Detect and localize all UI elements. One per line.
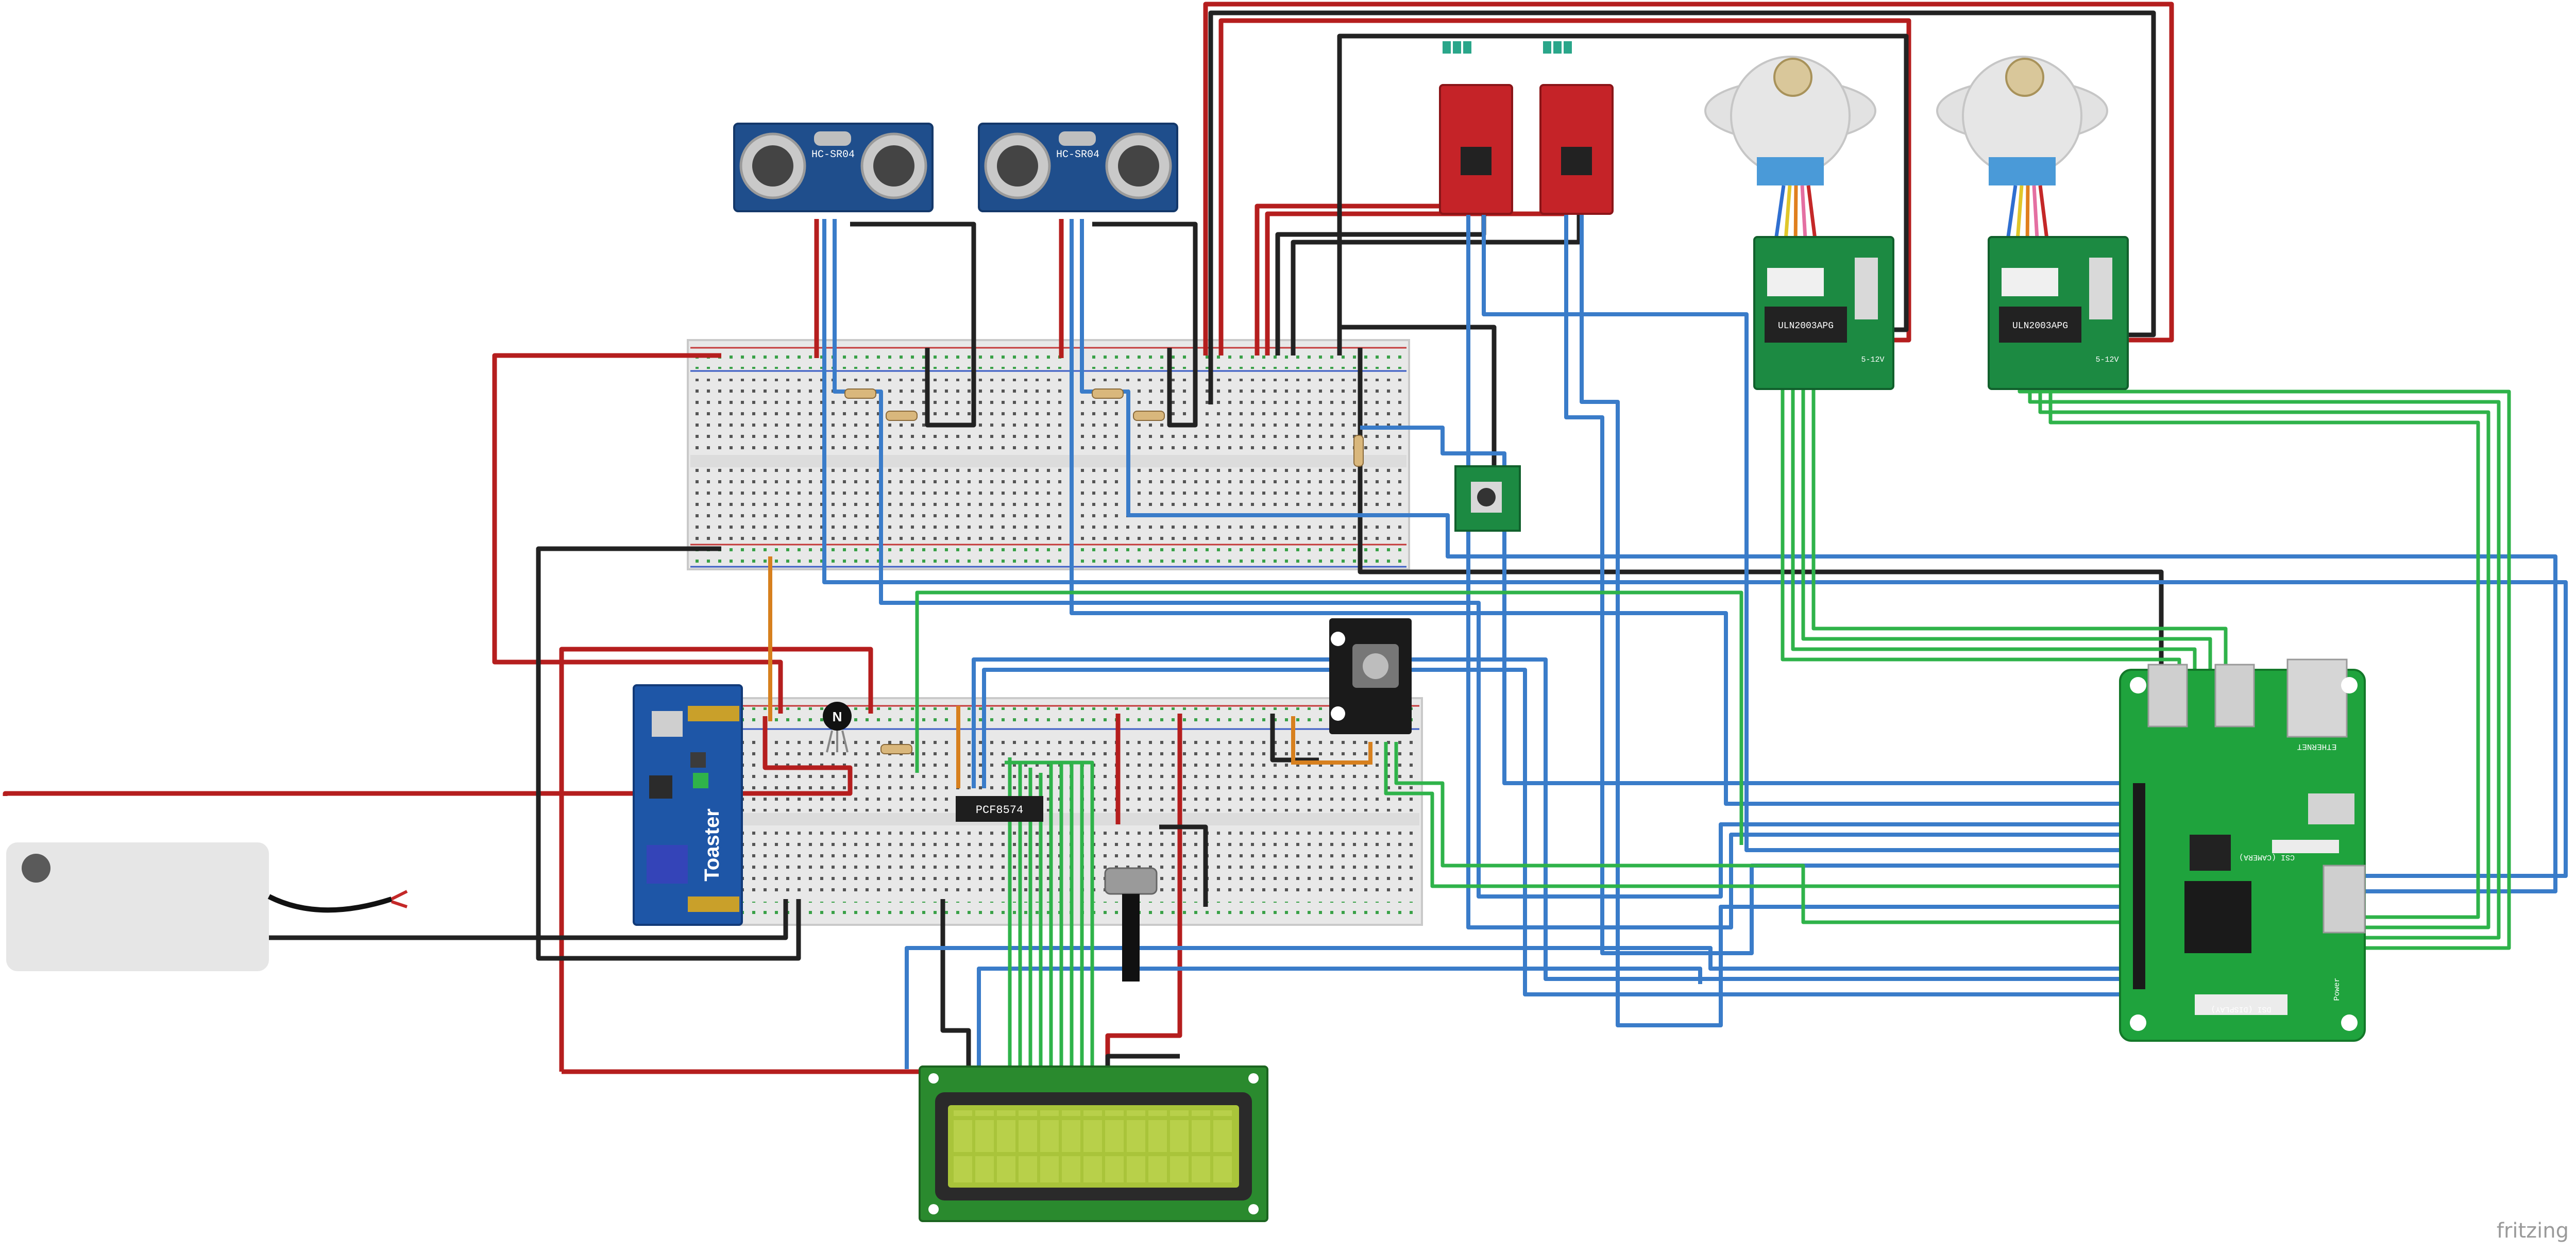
stepper-driver-1: ULN2003APG 5-12V (1753, 236, 1894, 390)
raspberry-pi-board: ETHERNET CSI (CAMERA) DSI (DISPLAY) Powe… (2119, 658, 2366, 1042)
stepper-driver-2: ULN2003APG 5-12V (1988, 236, 2129, 390)
sensor-2-label: HC-SR04 (1056, 149, 1099, 161)
hx711-board-2 (1539, 41, 1614, 215)
rotary-encoder (1329, 618, 1412, 734)
hx711-board-1 (1439, 41, 1513, 215)
lcd-display (919, 1065, 1268, 1222)
sensor-1-label: HC-SR04 (811, 149, 855, 161)
fritzing-credit: fritzing (2496, 1219, 2569, 1243)
pi-camera-label: CSI (CAMERA) (2239, 853, 2295, 861)
push-button-module (1454, 465, 1521, 532)
ultrasonic-sensor-1: HC-SR04 (733, 123, 934, 212)
battery-pack (6, 842, 408, 971)
potentiometer (1104, 867, 1158, 982)
io-expander-chip: PCF8574 (956, 796, 1043, 822)
toaster-label: Toaster (701, 808, 723, 882)
toaster-power-board: Toaster (633, 684, 743, 926)
breadboard-top (687, 339, 1410, 570)
wires-orange (768, 556, 1372, 788)
wires-red (3, 2, 2174, 1077)
stepper-motor-1 (1704, 56, 1876, 248)
driver-1-voltage: 5-12V (1861, 356, 1884, 364)
pi-power-label: Power (2333, 977, 2342, 1001)
resistors (844, 388, 1364, 754)
transistor-label: N (833, 709, 842, 724)
npn-transistor: N (823, 702, 852, 753)
pi-display-label: DSI (DISPLAY) (2211, 1005, 2271, 1013)
stepper-motor-2 (1936, 56, 2108, 248)
expander-chip-label: PCF8574 (976, 804, 1023, 817)
driver-1-chip-label: ULN2003APG (1778, 321, 1834, 331)
driver-2-voltage: 5-12V (2095, 356, 2119, 364)
pi-ethernet-label: ETHERNET (2297, 742, 2337, 751)
driver-2-chip-label: ULN2003APG (2012, 321, 2068, 331)
ultrasonic-sensor-2: HC-SR04 (978, 123, 1178, 212)
